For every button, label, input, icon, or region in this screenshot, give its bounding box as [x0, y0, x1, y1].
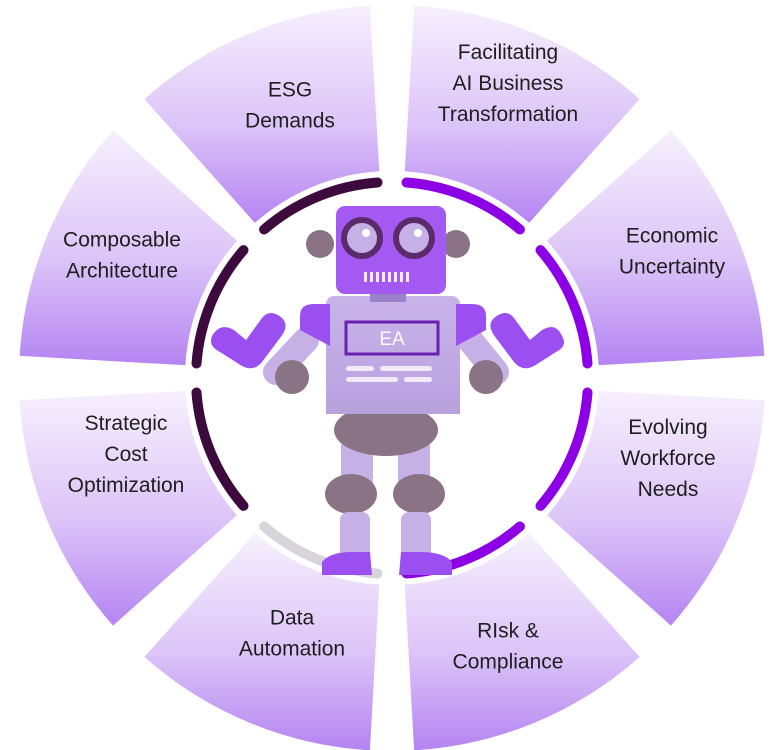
segment-label-line: Strategic — [85, 412, 168, 435]
segment-label-line: RIsk & — [477, 620, 539, 643]
segment-label-line: Economic — [626, 225, 718, 248]
segment-label-line: Transformation — [438, 103, 578, 126]
robot-hip — [334, 404, 438, 456]
segment-composable — [17, 128, 240, 368]
segment-esg — [142, 3, 382, 226]
inner-arc-composable — [191, 245, 249, 369]
segment-ai — [402, 3, 642, 226]
ea-badge-box — [344, 320, 440, 356]
segment-label-line: Evolving — [628, 416, 707, 439]
inner-arc-economic — [535, 245, 593, 369]
segment-economic — [544, 128, 767, 368]
segment-ring — [17, 3, 767, 750]
segment-label-line: Demands — [245, 110, 335, 133]
inner-arc-esg — [259, 177, 383, 235]
robot-head — [306, 206, 470, 294]
segment-workforce — [544, 388, 767, 628]
segment-label-line: Optimization — [68, 474, 185, 497]
segment-label-line: ESG — [268, 79, 312, 102]
segment-label-line: Compliance — [453, 651, 564, 674]
inner-arc-workforce — [535, 387, 593, 511]
robot-torso: EA — [300, 296, 486, 414]
segment-label-line: Cost — [104, 443, 147, 466]
segment-cost — [17, 388, 240, 628]
robot-mouth-grille — [364, 272, 409, 282]
segment-label-line: Composable — [63, 229, 181, 252]
ea-badge-text: EA — [379, 329, 405, 350]
segment-label-line: Needs — [638, 478, 699, 501]
segment-label-line: Workforce — [620, 447, 715, 470]
segment-label-line: AI Business — [453, 72, 564, 95]
segment-label-line: Facilitating — [458, 41, 558, 64]
inner-arc-ai — [401, 177, 525, 235]
right-eye-icon — [393, 217, 435, 259]
robot-illustration: EA — [211, 206, 564, 575]
segment-label-esg: ESG Demands — [245, 79, 335, 133]
segment-data — [142, 530, 382, 750]
segment-label-risk: RIsk & Compliance — [453, 620, 564, 674]
chest-panel-lines — [346, 366, 432, 382]
segment-risk — [402, 530, 642, 750]
segment-label-line: Automation — [239, 638, 345, 661]
left-eye-icon — [341, 217, 383, 259]
segment-label-line: Uncertainty — [619, 256, 726, 279]
robot-legs — [322, 438, 452, 575]
inner-arc-cost — [191, 387, 249, 511]
segment-label-line: Data — [270, 607, 315, 630]
robot-arms — [211, 313, 564, 394]
segment-label-line: Architecture — [66, 260, 178, 283]
